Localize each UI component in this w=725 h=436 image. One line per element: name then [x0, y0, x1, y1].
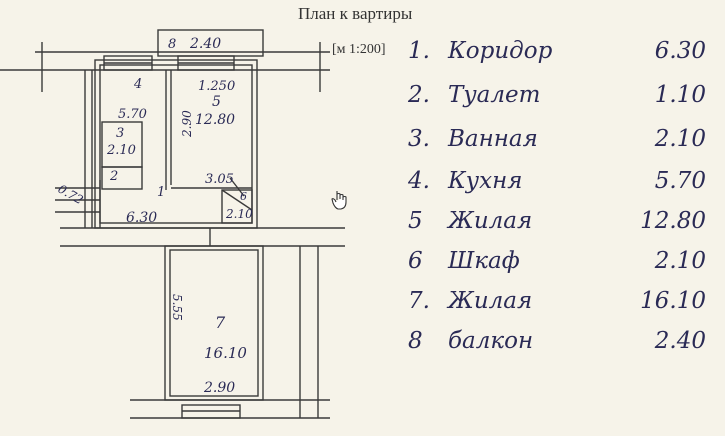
legend-item: 2. Туалет 1.10: [400, 82, 720, 118]
bath-area: 2.10: [106, 143, 136, 158]
legend-number: 7.: [408, 288, 430, 314]
legend-area: 2.10: [654, 248, 706, 274]
legend-area: 5.70: [654, 168, 706, 194]
balcony-area: 2.40: [189, 36, 221, 52]
upper-unit-inner-walls: [99, 64, 253, 224]
closet-outline: [221, 189, 253, 224]
room7-number: 7: [215, 313, 226, 332]
legend-name: балкон: [448, 328, 534, 354]
legend-number: 1.: [408, 38, 430, 64]
scale-label: [м 1:200]: [332, 42, 386, 57]
room5-area: 12.80: [195, 112, 235, 128]
legend-area: 16.10: [640, 288, 706, 314]
hand-cursor-icon: [331, 191, 347, 210]
legend-item: 5 Жилая 12.80: [400, 208, 720, 244]
legend-name: Жилая: [448, 288, 533, 314]
legend-number: 5: [408, 208, 423, 234]
room7-walls: [164, 245, 264, 401]
legend-item: 7. Жилая 16.10: [400, 288, 720, 324]
legend-item: 6 Шкаф 2.10: [400, 248, 720, 284]
legend-area: 2.40: [654, 328, 706, 354]
entry-dimension-label: 0.72: [56, 182, 86, 207]
legend-number: 6: [408, 248, 423, 274]
legend-number: 4.: [408, 168, 430, 194]
legend-name: Коридор: [448, 38, 553, 64]
legend-area: 2.10: [654, 126, 706, 152]
room7-inner-walls: [169, 249, 259, 397]
room5-number: 5: [212, 94, 221, 110]
toilet-outline: [101, 166, 143, 190]
closet-number: 6: [240, 190, 247, 203]
legend-area: 6.30: [654, 38, 706, 64]
legend-item: 3. Ванная 2.10: [400, 126, 720, 162]
corridor-area: 6.30: [126, 210, 157, 226]
kitchen-area: 5.70: [118, 107, 147, 122]
plan-title: План к вартиры: [298, 4, 413, 23]
room7-width-label: 2.90: [203, 380, 235, 396]
room7-area: 16.10: [204, 344, 247, 362]
room5-width-label: 1.250: [198, 79, 235, 94]
bath-number: 3: [116, 126, 124, 141]
kitchen-number: 4: [133, 77, 142, 92]
upper-unit-walls: [94, 59, 258, 229]
legend-item: 1. Коридор 6.30: [400, 38, 720, 74]
corridor-number: 1: [157, 185, 165, 200]
legend-area: 1.10: [654, 82, 706, 108]
toilet-number: 2: [109, 169, 118, 184]
legend-area: 12.80: [640, 208, 706, 234]
legend-name: Шкаф: [448, 248, 520, 274]
legend-name: Жилая: [448, 208, 533, 234]
legend-number: 3.: [408, 126, 430, 152]
legend-name: Кухня: [448, 168, 523, 194]
room7-side-label: 5.55: [170, 294, 184, 321]
room5-side-label: 2.90: [180, 110, 194, 138]
legend-name: Ванная: [448, 126, 538, 152]
legend-number: 8: [408, 328, 423, 354]
closet-area: 2.10: [225, 207, 253, 221]
legend-item: 8 балкон 2.40: [400, 328, 720, 364]
room5-bottom-label: 3.05: [205, 172, 234, 187]
legend-name: Туалет: [448, 82, 541, 108]
balcony-number: 8: [168, 37, 176, 52]
legend-number: 2.: [408, 82, 430, 108]
legend-item: 4. Кухня 5.70: [400, 168, 720, 204]
